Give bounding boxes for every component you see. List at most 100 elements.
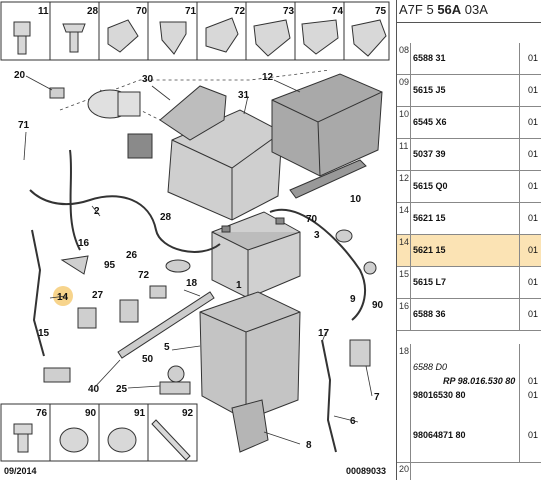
part-qty: 01 [527,277,538,287]
thumb-clamp-90[interactable] [59,427,89,453]
thumb-clip-72[interactable] [205,17,239,53]
col-divider [519,43,520,74]
callout[interactable]: 71 [18,120,30,131]
part-row[interactable]: 15 5615 L7 01 [397,267,541,299]
thumb-clip-74[interactable] [301,19,339,55]
part-row[interactable]: 20 [397,462,541,480]
callout-selected[interactable]: 14 [57,292,69,303]
ref-code: 56A [437,2,462,17]
callout[interactable]: 18 [186,278,198,289]
callout[interactable]: 1 [236,280,242,291]
support-rod[interactable] [117,291,215,359]
part-row[interactable]: 08 6588 31 01 [397,43,541,75]
callout[interactable]: 5 [164,342,170,353]
part-qty: 01 [527,149,538,159]
callout[interactable]: 26 [126,250,138,261]
callout[interactable]: 28 [160,212,172,223]
callout[interactable]: 90 [372,300,384,311]
part-reference: RP 98.016.530 80 [443,376,516,386]
reference-header: A7F 5 56A 03A [399,2,488,17]
hold-down-rod[interactable] [321,339,337,453]
part-row[interactable]: 14 5621 15 01 [397,203,541,235]
callout[interactable]: 7 [374,392,380,403]
thumb-label: 76 [36,408,48,419]
part-qty: 01 [527,53,538,63]
cable-harness[interactable] [29,149,221,253]
part-index: 15 [399,269,410,279]
callout[interactable]: 30 [142,74,154,85]
thumb-clip-70[interactable] [107,19,139,53]
part-number[interactable]: 6588 31 [413,53,446,63]
callout[interactable]: 17 [318,328,330,339]
thumb-clip-73[interactable] [253,19,291,57]
fuse-box[interactable] [127,133,153,159]
callout[interactable]: 10 [350,194,362,205]
lower-bracket[interactable] [231,399,269,453]
callout[interactable]: 70 [306,214,318,225]
leader-lines [23,75,373,445]
callout[interactable]: 50 [142,354,154,365]
thumb-label: 70 [136,6,148,17]
part-number[interactable]: 6545 X6 [413,117,447,127]
thumb-bolt-76[interactable] [13,423,33,453]
callout[interactable]: 20 [14,70,26,81]
part-number[interactable]: 5615 Q0 [413,181,448,191]
thumb-screw-28[interactable] [62,23,86,53]
upper-trim-cover[interactable] [159,85,227,141]
part-qty: 01 [527,390,538,400]
positive-cable[interactable] [269,209,367,321]
part-row[interactable]: 16 6588 36 01 [397,299,541,331]
relay-box[interactable] [349,339,371,367]
part-number[interactable]: 5615 L7 [413,277,447,287]
part-number[interactable]: 5621 15 [413,213,446,223]
col-divider [519,139,520,170]
part-row[interactable]: 09 5615 J5 01 [397,75,541,107]
callout[interactable]: 95 [104,260,116,271]
part-number[interactable]: 5615 J5 [413,85,446,95]
part-row-selected[interactable]: 14 5621 15 01 [397,235,541,267]
callout[interactable]: 8 [306,440,312,451]
callout[interactable]: 15 [38,328,50,339]
thumb-clip-75[interactable] [351,19,387,57]
part-number[interactable]: 5621 15 [413,245,446,255]
battery[interactable] [211,211,301,299]
thumb-cable-tie-92[interactable] [151,419,191,461]
part-row[interactable]: 10 6545 X6 01 [397,107,541,139]
thumb-label: 74 [332,6,344,17]
callout[interactable]: 6 [350,416,356,427]
col-divider [519,171,520,202]
callout[interactable]: 12 [262,72,274,83]
callout[interactable]: 31 [238,90,250,101]
part-row[interactable]: 11 5037 39 01 [397,139,541,171]
callout[interactable]: 16 [78,238,90,249]
thumb-bolt-11[interactable] [13,21,31,55]
retaining-strap[interactable] [31,229,45,357]
callout[interactable]: 72 [138,270,150,281]
ground-strap[interactable] [289,159,367,199]
callout[interactable]: 27 [92,290,104,301]
part-number[interactable]: 98064871 80 [413,430,466,440]
thumb-clamp-91[interactable] [107,427,137,453]
part-index: 08 [399,45,410,55]
part-number[interactable]: 98016530 80 [413,390,466,400]
part-row[interactable]: 12 5615 Q0 01 [397,171,541,203]
thumb-clip-71[interactable] [159,21,187,55]
callout[interactable]: 2 [94,206,100,217]
callout[interactable]: 3 [314,230,320,241]
part-row-multi[interactable]: 18 6588 D0 RP 98.016.530 80 98016530 80 … [397,344,541,463]
callout[interactable]: 40 [88,384,100,395]
battery-cover[interactable] [167,109,283,221]
callout[interactable]: 9 [350,294,356,305]
col-divider [519,267,520,298]
callout[interactable]: 25 [116,384,128,395]
col-divider [519,235,520,266]
battery-support-base[interactable] [199,291,301,421]
ref-prefix: A7F 5 [399,2,434,17]
starter-motor[interactable] [87,89,141,119]
col-divider [410,462,411,480]
small-clips[interactable] [43,87,377,395]
part-number[interactable]: 5037 39 [413,149,446,159]
col-divider [410,299,411,330]
part-number[interactable]: 6588 36 [413,309,446,319]
battery-tray-box[interactable] [271,73,383,177]
